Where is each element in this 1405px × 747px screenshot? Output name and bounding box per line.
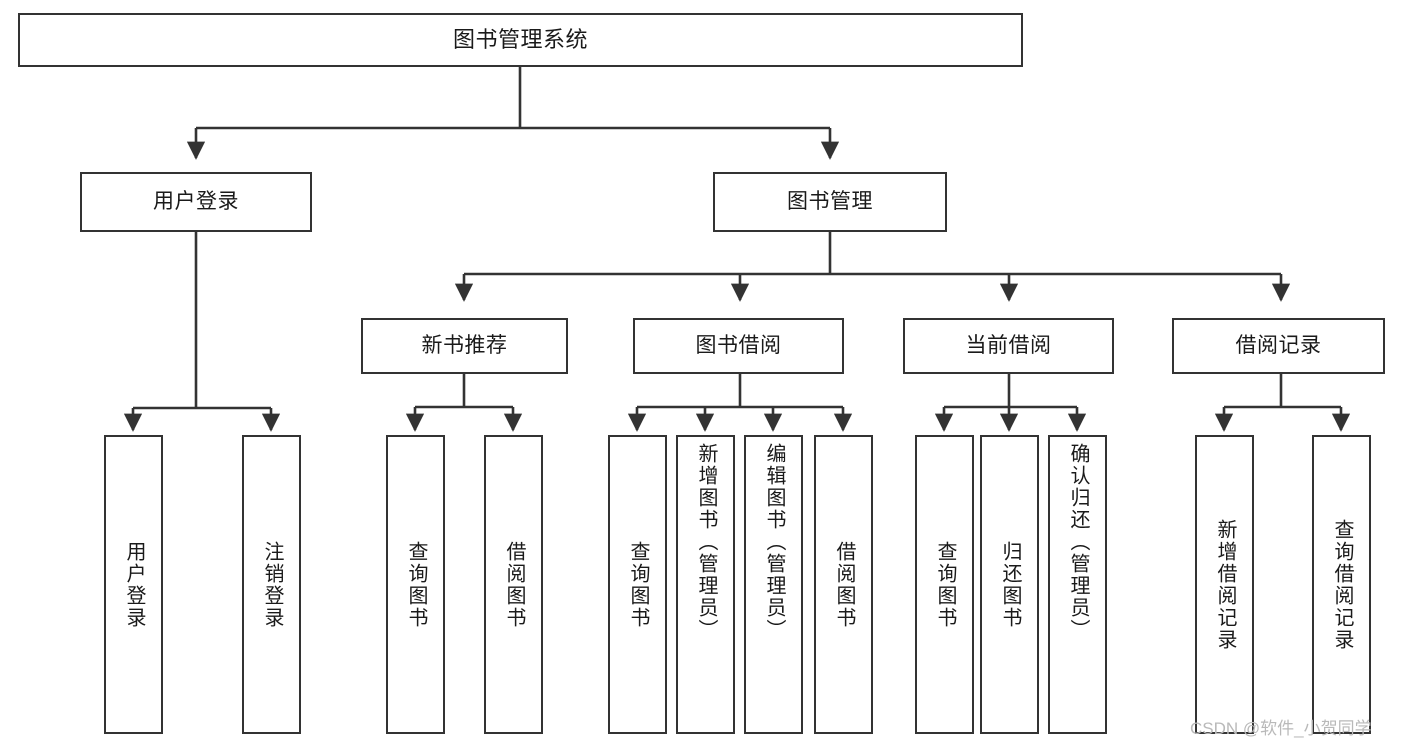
node-label: 新增图书（管理员） — [695, 443, 717, 641]
node-label: 图书借阅 — [695, 333, 782, 357]
leaf-user-login-logout[interactable]: 注销登录 — [242, 435, 301, 734]
node-book-borrow[interactable]: 图书借阅 — [633, 318, 844, 374]
node-book-management[interactable]: 图书管理 — [713, 172, 947, 232]
node-root-system[interactable]: 图书管理系统 — [18, 13, 1023, 67]
leaf-record-add-record[interactable]: 新增借阅记录 — [1195, 435, 1254, 734]
node-label: 查询图书 — [627, 540, 649, 629]
node-label: 图书管理 — [787, 189, 873, 213]
node-new-book-recommend[interactable]: 新书推荐 — [361, 318, 568, 374]
node-label: 新书推荐 — [421, 333, 508, 357]
node-user-login[interactable]: 用户登录 — [80, 172, 312, 232]
node-label: 确认归还（管理员） — [1067, 443, 1089, 641]
node-borrow-record[interactable]: 借阅记录 — [1172, 318, 1385, 374]
node-label: 新增借阅记录 — [1214, 518, 1236, 651]
leaf-borrow-query-book[interactable]: 查询图书 — [608, 435, 667, 734]
node-label: 编辑图书（管理员） — [763, 443, 785, 641]
node-label: 查询图书 — [934, 540, 956, 629]
leaf-recommend-query-book[interactable]: 查询图书 — [386, 435, 445, 734]
node-label: 图书管理系统 — [452, 27, 588, 53]
leaf-record-query-record[interactable]: 查询借阅记录 — [1312, 435, 1371, 734]
leaf-recommend-borrow-book[interactable]: 借阅图书 — [484, 435, 543, 734]
node-label: 用户登录 — [123, 540, 145, 629]
node-label: 借阅记录 — [1235, 333, 1322, 357]
node-label: 查询图书 — [405, 540, 427, 629]
node-label: 当前借阅 — [965, 333, 1052, 357]
node-label: 归还图书 — [999, 540, 1021, 629]
node-label: 查询借阅记录 — [1331, 518, 1353, 651]
leaf-borrow-borrow-book[interactable]: 借阅图书 — [814, 435, 873, 734]
leaf-current-query-book[interactable]: 查询图书 — [915, 435, 974, 734]
node-label: 用户登录 — [153, 189, 239, 213]
leaf-borrow-add-book-admin[interactable]: 新增图书（管理员） — [676, 435, 735, 734]
watermark: CSDN @软件_小贺同学 — [1190, 719, 1372, 738]
node-label: 借阅图书 — [503, 540, 525, 629]
leaf-borrow-edit-book-admin[interactable]: 编辑图书（管理员） — [744, 435, 803, 734]
leaf-current-confirm-return-admin[interactable]: 确认归还（管理员） — [1048, 435, 1107, 734]
node-label: 借阅图书 — [833, 540, 855, 629]
node-current-borrow[interactable]: 当前借阅 — [903, 318, 1114, 374]
node-label: 注销登录 — [261, 540, 283, 629]
leaf-user-login-login[interactable]: 用户登录 — [104, 435, 163, 734]
leaf-current-return-book[interactable]: 归还图书 — [980, 435, 1039, 734]
